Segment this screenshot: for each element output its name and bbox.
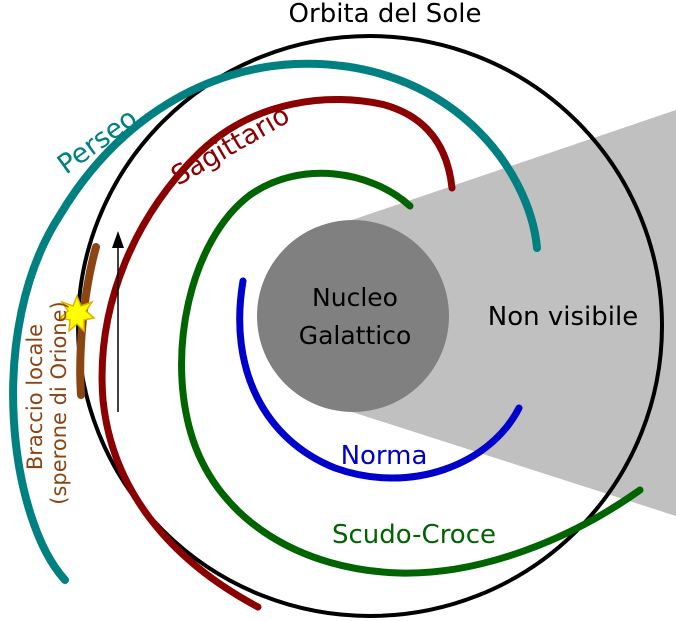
braccio-locale-label-line1: Braccio locale <box>23 324 47 470</box>
norma-label: Norma <box>341 441 428 471</box>
braccio-locale-label-line2: (sperone di Orione) <box>47 301 71 504</box>
sun-icon <box>58 293 96 333</box>
hidden-region <box>346 110 676 516</box>
scudo-croce-arm <box>178 169 644 577</box>
norma-arm <box>236 277 523 482</box>
sagittario-arm <box>98 96 456 611</box>
galactic-nucleus <box>257 220 449 412</box>
nucleus-label-line1: Nucleo <box>312 283 398 312</box>
nucleus-label-line2: Galattico <box>299 321 412 350</box>
hidden-region-label: Non visibile <box>488 302 638 332</box>
perseo-arm <box>9 59 541 584</box>
diagram-title: Orbita del Sole <box>289 0 482 29</box>
scudo-croce-label: Scudo-Croce <box>332 520 496 550</box>
arrow-head-icon <box>112 231 124 248</box>
